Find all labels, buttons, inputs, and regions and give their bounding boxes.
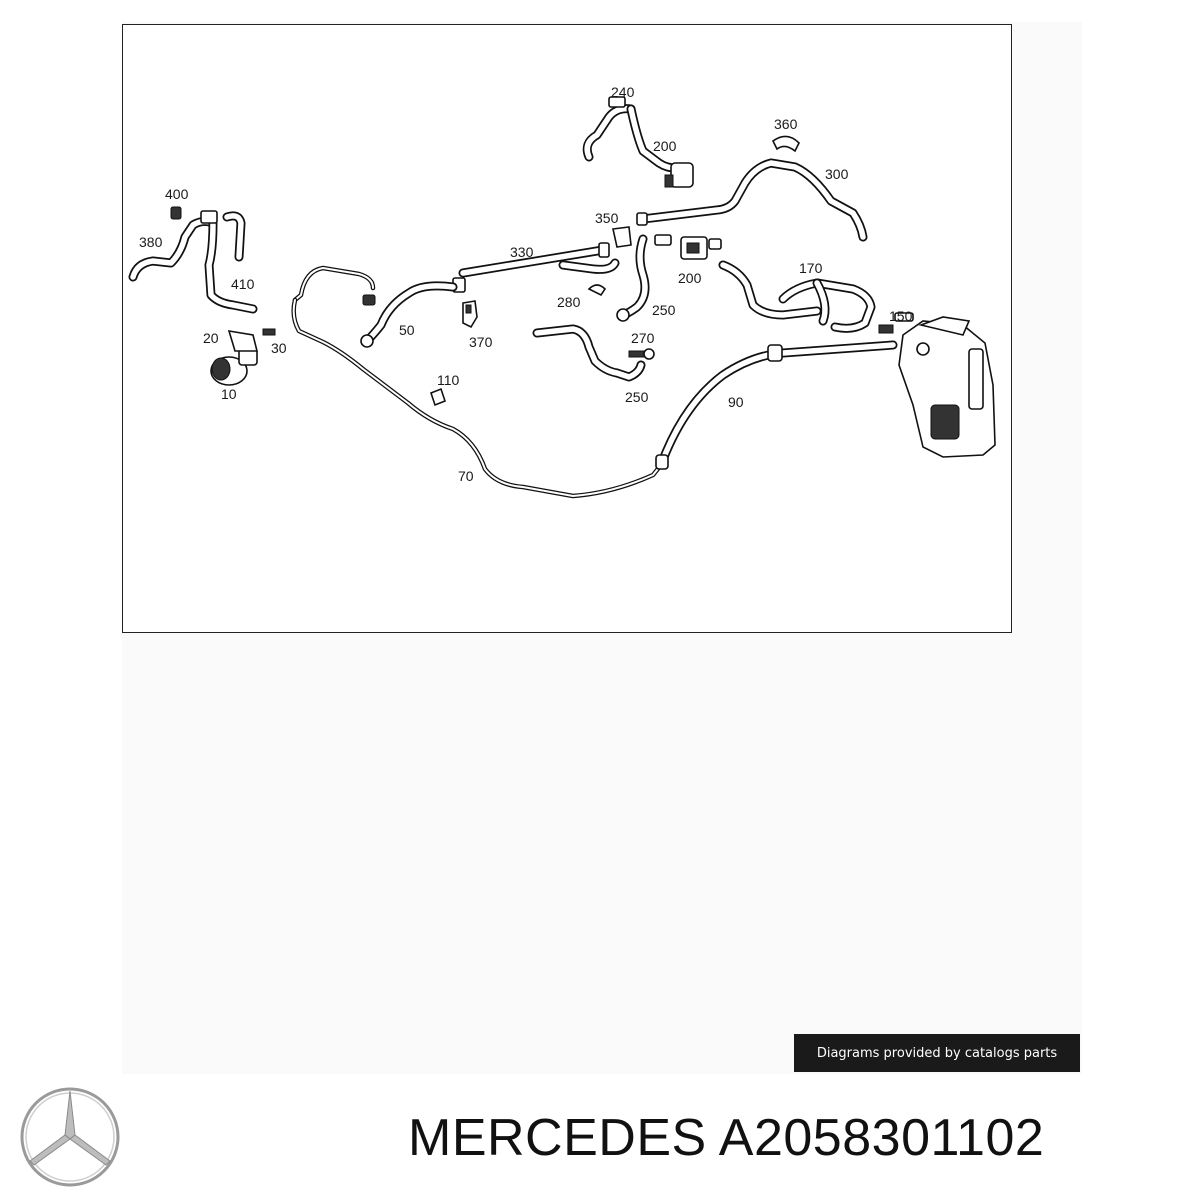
parts-diagram-frame: 240 200 360 300 400 380 410 350 330 200 … xyxy=(122,24,1012,633)
part-number-label: 330 xyxy=(510,244,534,260)
part-number-caption: MERCEDES A2058301102 xyxy=(408,1109,1045,1167)
fitting-400 xyxy=(170,206,218,224)
expansion-tank xyxy=(898,316,996,458)
part-number-label: 30 xyxy=(271,340,287,356)
bracket-20 xyxy=(227,329,259,352)
part-350 xyxy=(612,226,632,248)
clip-360 xyxy=(771,135,800,153)
part-number-label: 110 xyxy=(437,372,460,388)
part-number-label: 360 xyxy=(774,116,798,132)
part-number-label: 170 xyxy=(799,260,823,276)
part-number-label: 50 xyxy=(399,322,415,338)
hose-300 xyxy=(636,158,868,242)
hose-200-upper xyxy=(626,104,694,188)
hose-250-a xyxy=(616,234,650,322)
part-number-label: 200 xyxy=(653,138,677,154)
hose-410 xyxy=(204,211,258,314)
fitting-150 xyxy=(878,312,914,334)
part-labels: 240 200 360 300 400 380 410 350 330 200 … xyxy=(139,84,913,484)
pump-10 xyxy=(210,348,258,386)
part-number-label: 270 xyxy=(631,330,655,346)
part-number-label: 250 xyxy=(625,389,649,405)
part-number-label: 280 xyxy=(557,294,581,310)
part-number-label: 370 xyxy=(469,334,493,350)
part-number-label: 200 xyxy=(678,270,702,286)
line-70 xyxy=(291,265,664,499)
hose-170 xyxy=(718,260,876,333)
hose-50 xyxy=(360,281,458,348)
bolt-270 xyxy=(628,348,655,360)
part-number-label: 300 xyxy=(825,166,849,182)
part-number-label: 150 xyxy=(889,308,913,324)
bolt-30 xyxy=(262,328,276,336)
three-pointed-star-icon xyxy=(20,1087,120,1187)
part-number-label: 90 xyxy=(728,394,744,410)
diagram-credit-badge: Diagrams provided by catalogs parts xyxy=(794,1034,1080,1072)
bracket-370 xyxy=(462,300,478,329)
part-number-label: 70 xyxy=(458,468,474,484)
part-number-label: 240 xyxy=(611,84,635,100)
part-number-label: 400 xyxy=(165,186,189,202)
hose-240 xyxy=(582,96,636,162)
valve-200-mid xyxy=(654,234,722,260)
part-number-label: 10 xyxy=(221,386,237,402)
hose-250-b xyxy=(532,324,646,382)
coolant-hose-diagram: 240 200 360 300 400 380 410 350 330 200 … xyxy=(128,84,996,499)
hose-330 xyxy=(452,242,610,293)
clip-110 xyxy=(430,387,446,407)
part-number-label: 410 xyxy=(231,276,255,292)
hose-90 xyxy=(655,340,898,470)
part-number-label: 250 xyxy=(652,302,676,318)
part-number-label: 350 xyxy=(595,210,619,226)
part-number-label: 20 xyxy=(203,330,219,346)
part-number-label: 380 xyxy=(139,234,163,250)
hose-280 xyxy=(558,258,620,297)
